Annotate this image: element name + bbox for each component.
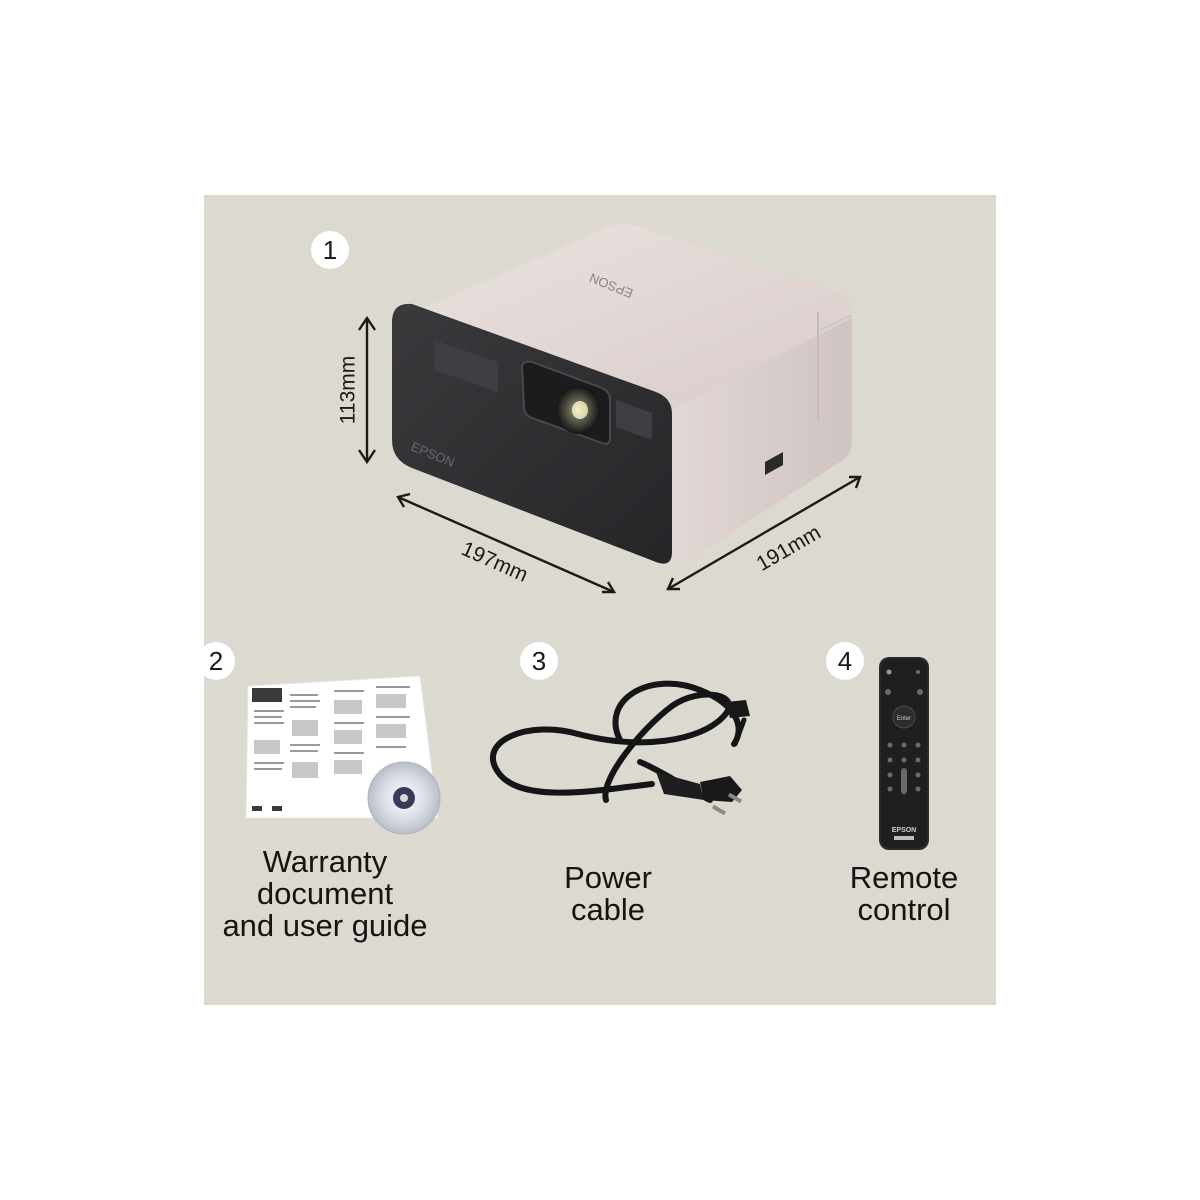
- remote-control-caption: Remote control: [804, 862, 1004, 926]
- item-1-badge: 1: [311, 231, 349, 269]
- caption-line: cable: [570, 892, 646, 927]
- projector-side: [670, 318, 852, 564]
- item-2-badge: 2: [197, 642, 235, 680]
- warranty-caption: Warranty document and user guide: [200, 846, 450, 942]
- caption-line: Power: [564, 860, 652, 895]
- item-3-badge: 3: [520, 642, 558, 680]
- caption-line: document: [256, 876, 394, 911]
- power-button-icon: [886, 669, 892, 675]
- warranty-document-illustration: [245, 675, 441, 835]
- depth-dimension-label: 191mm: [753, 521, 825, 576]
- item-4-badge: 4: [826, 642, 864, 680]
- speaker-left-icon: [434, 340, 498, 392]
- remote-enter-label: Enter: [897, 716, 911, 722]
- height-dimension-label: 113mm: [337, 356, 360, 424]
- caption-line: and user guide: [222, 908, 428, 943]
- projector: EPSON EPSON: [392, 223, 853, 564]
- power-cable-caption: Power cable: [508, 862, 708, 926]
- power-port: [765, 452, 783, 475]
- enter-button-icon: [892, 705, 916, 729]
- projector-top: [392, 223, 852, 410]
- power-plug-icon: [656, 700, 750, 816]
- speaker-right-icon: [616, 400, 652, 440]
- caption-line: control: [857, 892, 951, 927]
- remote-control-illustration: Enter EPSON: [879, 657, 929, 850]
- caption-line: Remote: [849, 860, 959, 895]
- remote-brand-label: EPSON: [892, 827, 917, 834]
- dimension-lines: [358, 315, 862, 594]
- caption-line: Warranty: [262, 844, 388, 879]
- width-dimension-label: 197mm: [458, 537, 531, 586]
